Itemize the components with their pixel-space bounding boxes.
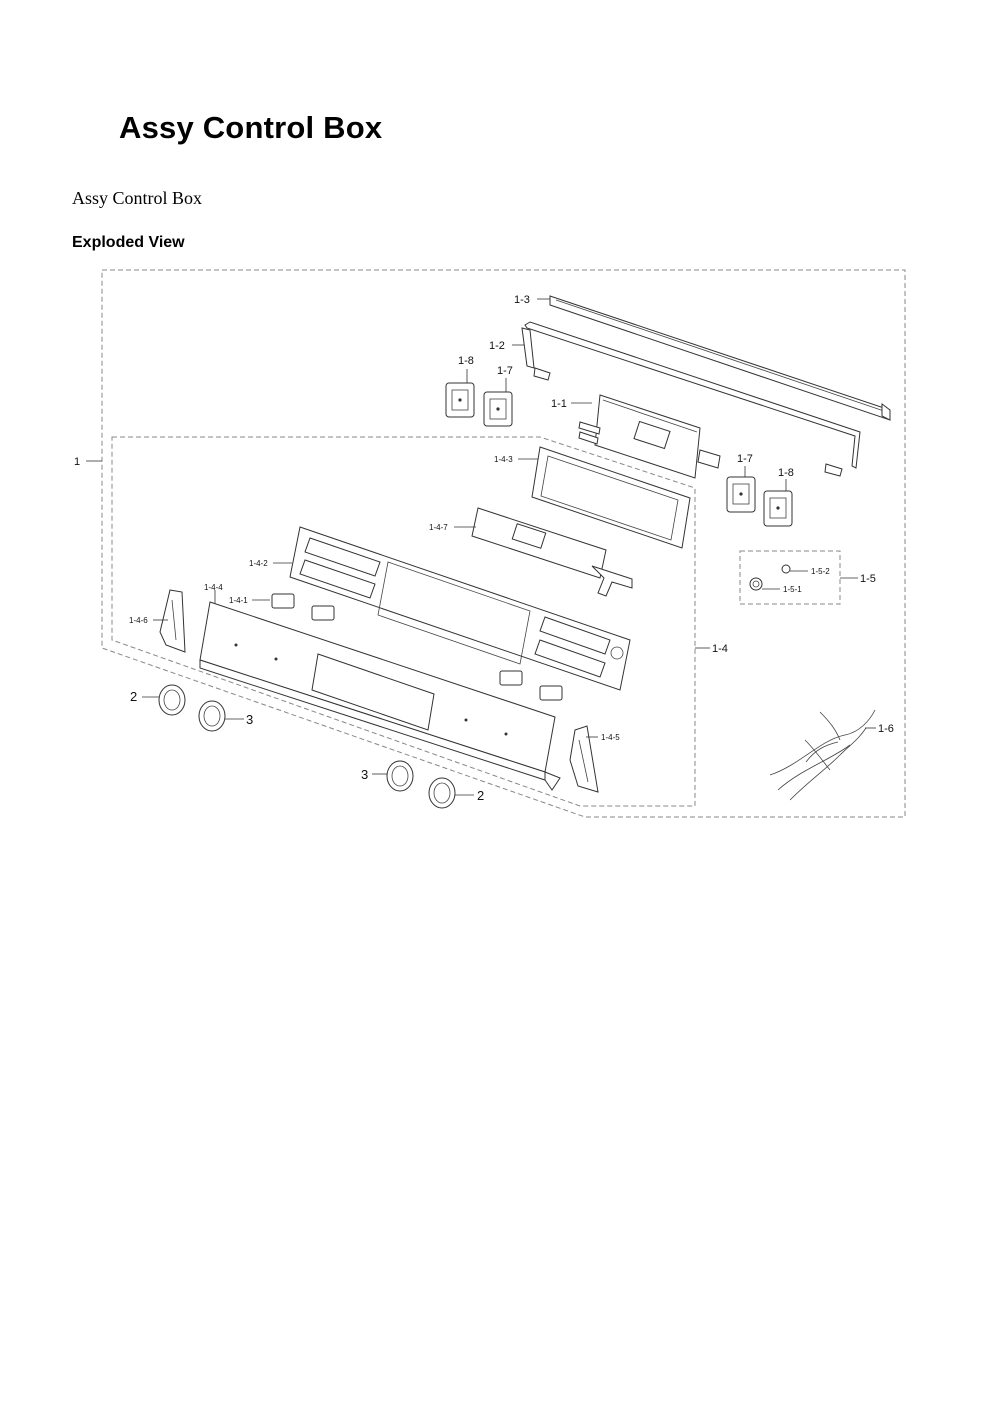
callout-1-4-5: 1-4-5 [601,733,620,742]
knob-3-left [198,700,226,732]
part-1-5-1-clip [749,577,763,591]
part-1-6-wire-harness [769,709,876,801]
section-heading: Exploded View [72,234,185,251]
assembly-1-4-boundary [111,436,696,807]
callout-1: 1 [74,456,80,468]
callout-1-7-lower: 1-7 [737,453,753,465]
callout-1-4-6: 1-4-6 [129,616,148,625]
part-1-3-rail [549,295,891,421]
part-1-8-switch-lower [763,490,793,527]
knob-3-lower [386,760,414,792]
part-1-4-7-window [471,507,633,597]
part-1-7-switch-upper [483,391,513,427]
callout-2-left: 2 [130,689,137,704]
callout-1-5-2: 1-5-2 [811,567,830,576]
callout-1-7-upper: 1-7 [497,365,513,377]
callout-1-4-2: 1-4-2 [249,559,268,568]
part-1-4-1-encoders [271,593,563,701]
page-subtitle: Assy Control Box [72,188,203,208]
callout-1-8-lower: 1-8 [778,467,794,479]
callout-1-1: 1-1 [551,398,567,410]
callout-1-4-3: 1-4-3 [494,455,513,464]
part-1-5-2-clip [781,564,791,574]
callout-3-left: 3 [246,712,253,727]
page-title: Assy Control Box [119,110,383,145]
callout-1-8-upper: 1-8 [458,355,474,367]
callout-1-3: 1-3 [514,294,530,306]
part-1-4-5-right-end-cap [569,725,599,793]
callout-1-5-1: 1-5-1 [783,585,802,594]
assembly-1-5-boundary [739,550,841,605]
callout-1-4-1: 1-4-1 [229,596,248,605]
part-1-7-switch-lower [726,476,756,513]
callout-1-2: 1-2 [489,340,505,352]
callout-1-4-4: 1-4-4 [204,583,223,592]
part-1-4-6-left-end-cap [159,589,186,653]
knob-2-lower [428,777,456,809]
leader-lines [86,298,876,796]
part-1-4-2-control-plate [289,526,631,691]
callout-2-lower: 2 [477,788,484,803]
callout-1-4: 1-4 [712,643,728,655]
callout-3-lower: 3 [361,767,368,782]
callout-1-6: 1-6 [878,723,894,735]
part-1-2-frame [521,321,861,477]
callout-1-5: 1-5 [860,573,876,585]
callout-1-4-7: 1-4-7 [429,523,448,532]
part-1-4-4-front-panel [199,601,561,791]
part-1-8-switch-upper [445,382,475,418]
knob-2-left [158,684,186,716]
part-1-1-pcb [578,394,721,479]
assembly-1-boundary [101,269,906,818]
part-1-4-3-bracket [531,446,691,549]
